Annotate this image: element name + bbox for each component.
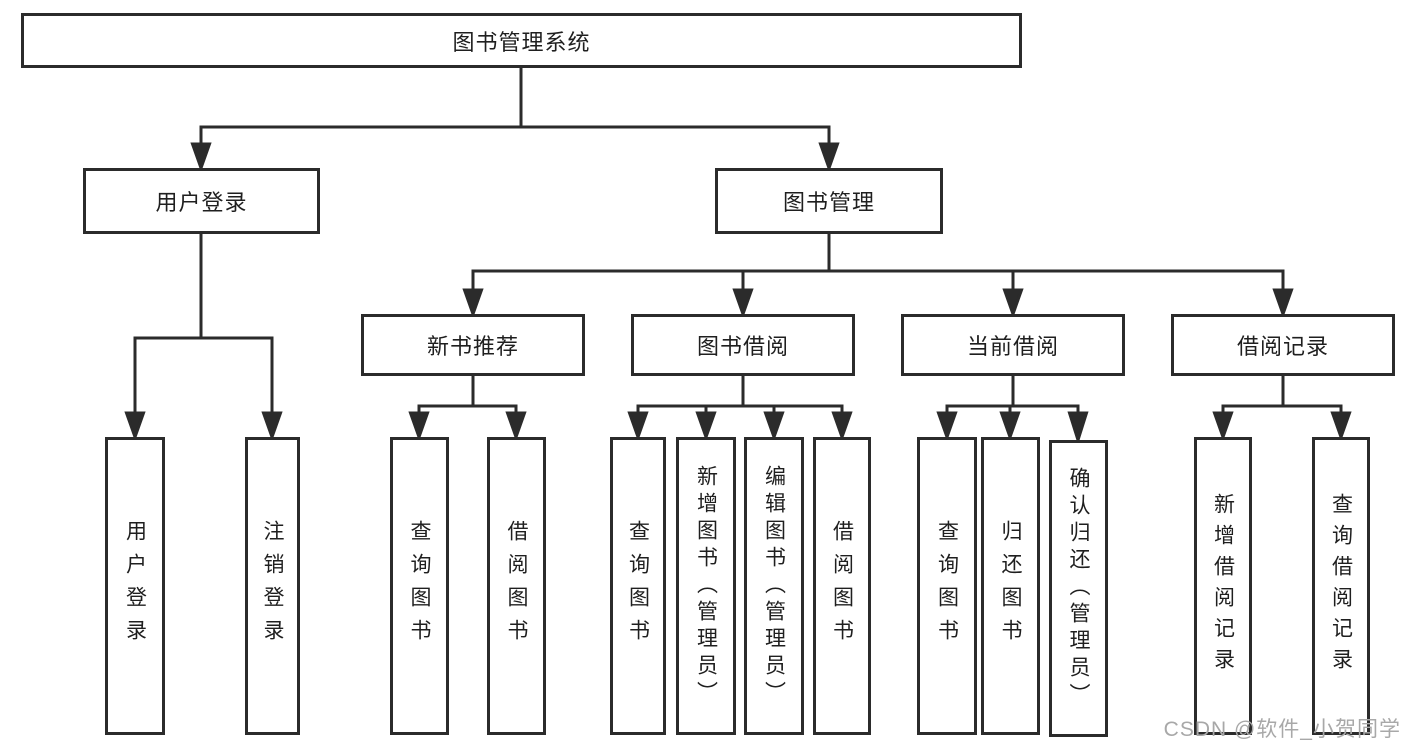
- leaf-cb-query-books-label: 查询图书: [935, 520, 959, 652]
- leaf-bb-query-books: 查询图书: [610, 437, 666, 735]
- leaf-cb-query-books: 查询图书: [917, 437, 977, 735]
- arrowhead-down-icon: [505, 411, 527, 442]
- arrowhead-down-icon: [190, 142, 212, 173]
- leaf-logout-login: 注销登录: [245, 437, 300, 735]
- arrowhead-down-icon: [695, 411, 717, 442]
- leaf-cb-return-books-label: 归还图书: [999, 520, 1022, 652]
- arrowhead-down-icon: [763, 411, 785, 442]
- leaf-cb-confirm-return-admin: 确认归还（管理员）: [1049, 440, 1108, 737]
- arrowhead-down-icon: [936, 411, 958, 442]
- arrowhead-down-icon: [999, 411, 1021, 442]
- arrowhead-down-icon: [732, 288, 754, 319]
- leaf-nb-query-books-label: 查询图书: [408, 520, 431, 652]
- node-user-login: 用户登录: [83, 168, 320, 234]
- leaf-nb-borrow-books-label: 借阅图书: [505, 520, 528, 652]
- arrowhead-down-icon: [1212, 411, 1234, 442]
- connector-book-borrowing-children: [627, 374, 853, 442]
- leaf-br-query-borrow-record: 查询借阅记录: [1312, 437, 1370, 735]
- node-book-borrowing: 图书借阅: [631, 314, 855, 376]
- leaf-cb-return-books: 归还图书: [981, 437, 1040, 735]
- leaf-user-login-label: 用户登录: [123, 520, 147, 652]
- leaf-bb-borrow-books-label: 借阅图书: [830, 520, 854, 652]
- leaf-bb-borrow-books: 借阅图书: [813, 437, 871, 735]
- leaf-br-query-borrow-record-label: 查询借阅记录: [1329, 493, 1353, 679]
- connector-borrow-records-children: [1212, 374, 1352, 442]
- leaf-bb-add-books-admin: 新增图书（管理员）: [676, 437, 736, 735]
- connector-user-login-children: [124, 232, 283, 442]
- arrowhead-down-icon: [1272, 288, 1294, 319]
- arrowhead-down-icon: [124, 411, 146, 442]
- arrowhead-down-icon: [831, 411, 853, 442]
- leaf-br-add-borrow-record: 新增借阅记录: [1194, 437, 1252, 735]
- leaf-logout-login-label: 注销登录: [261, 520, 284, 652]
- arrowhead-down-icon: [408, 411, 430, 442]
- leaf-cb-confirm-return-admin-label: 确认归还（管理员）: [1067, 467, 1090, 710]
- connector-current-borrowing-children: [936, 374, 1089, 445]
- arrowhead-down-icon: [1002, 288, 1024, 319]
- node-root: 图书管理系统: [21, 13, 1022, 68]
- leaf-bb-edit-books-admin-label: 编辑图书（管理员）: [762, 464, 786, 708]
- node-new-book-recommend: 新书推荐: [361, 314, 585, 376]
- csdn-watermark: CSDN @软件_小贺同学: [1163, 718, 1401, 741]
- arrowhead-down-icon: [462, 288, 484, 319]
- node-borrow-records: 借阅记录: [1171, 314, 1395, 376]
- node-current-borrowing: 当前借阅: [901, 314, 1125, 376]
- leaf-nb-query-books: 查询图书: [390, 437, 449, 735]
- node-book-management: 图书管理: [715, 168, 943, 234]
- leaf-user-login: 用户登录: [105, 437, 165, 735]
- arrowhead-down-icon: [627, 411, 649, 442]
- arrowhead-down-icon: [261, 411, 283, 442]
- connector-book-management-to-groups: [462, 232, 1294, 319]
- arrowhead-down-icon: [1067, 411, 1089, 445]
- leaf-bb-add-books-admin-label: 新增图书（管理员）: [694, 464, 718, 708]
- leaf-bb-edit-books-admin: 编辑图书（管理员）: [744, 437, 804, 735]
- leaf-br-add-borrow-record-label: 新增借阅记录: [1211, 493, 1235, 679]
- leaf-bb-query-books-label: 查询图书: [626, 520, 650, 652]
- leaf-nb-borrow-books: 借阅图书: [487, 437, 546, 735]
- connector-new-book-recommend-children: [408, 374, 527, 442]
- arrowhead-down-icon: [818, 142, 840, 173]
- connector-root-to-level2: [190, 66, 840, 173]
- arrowhead-down-icon: [1330, 411, 1352, 442]
